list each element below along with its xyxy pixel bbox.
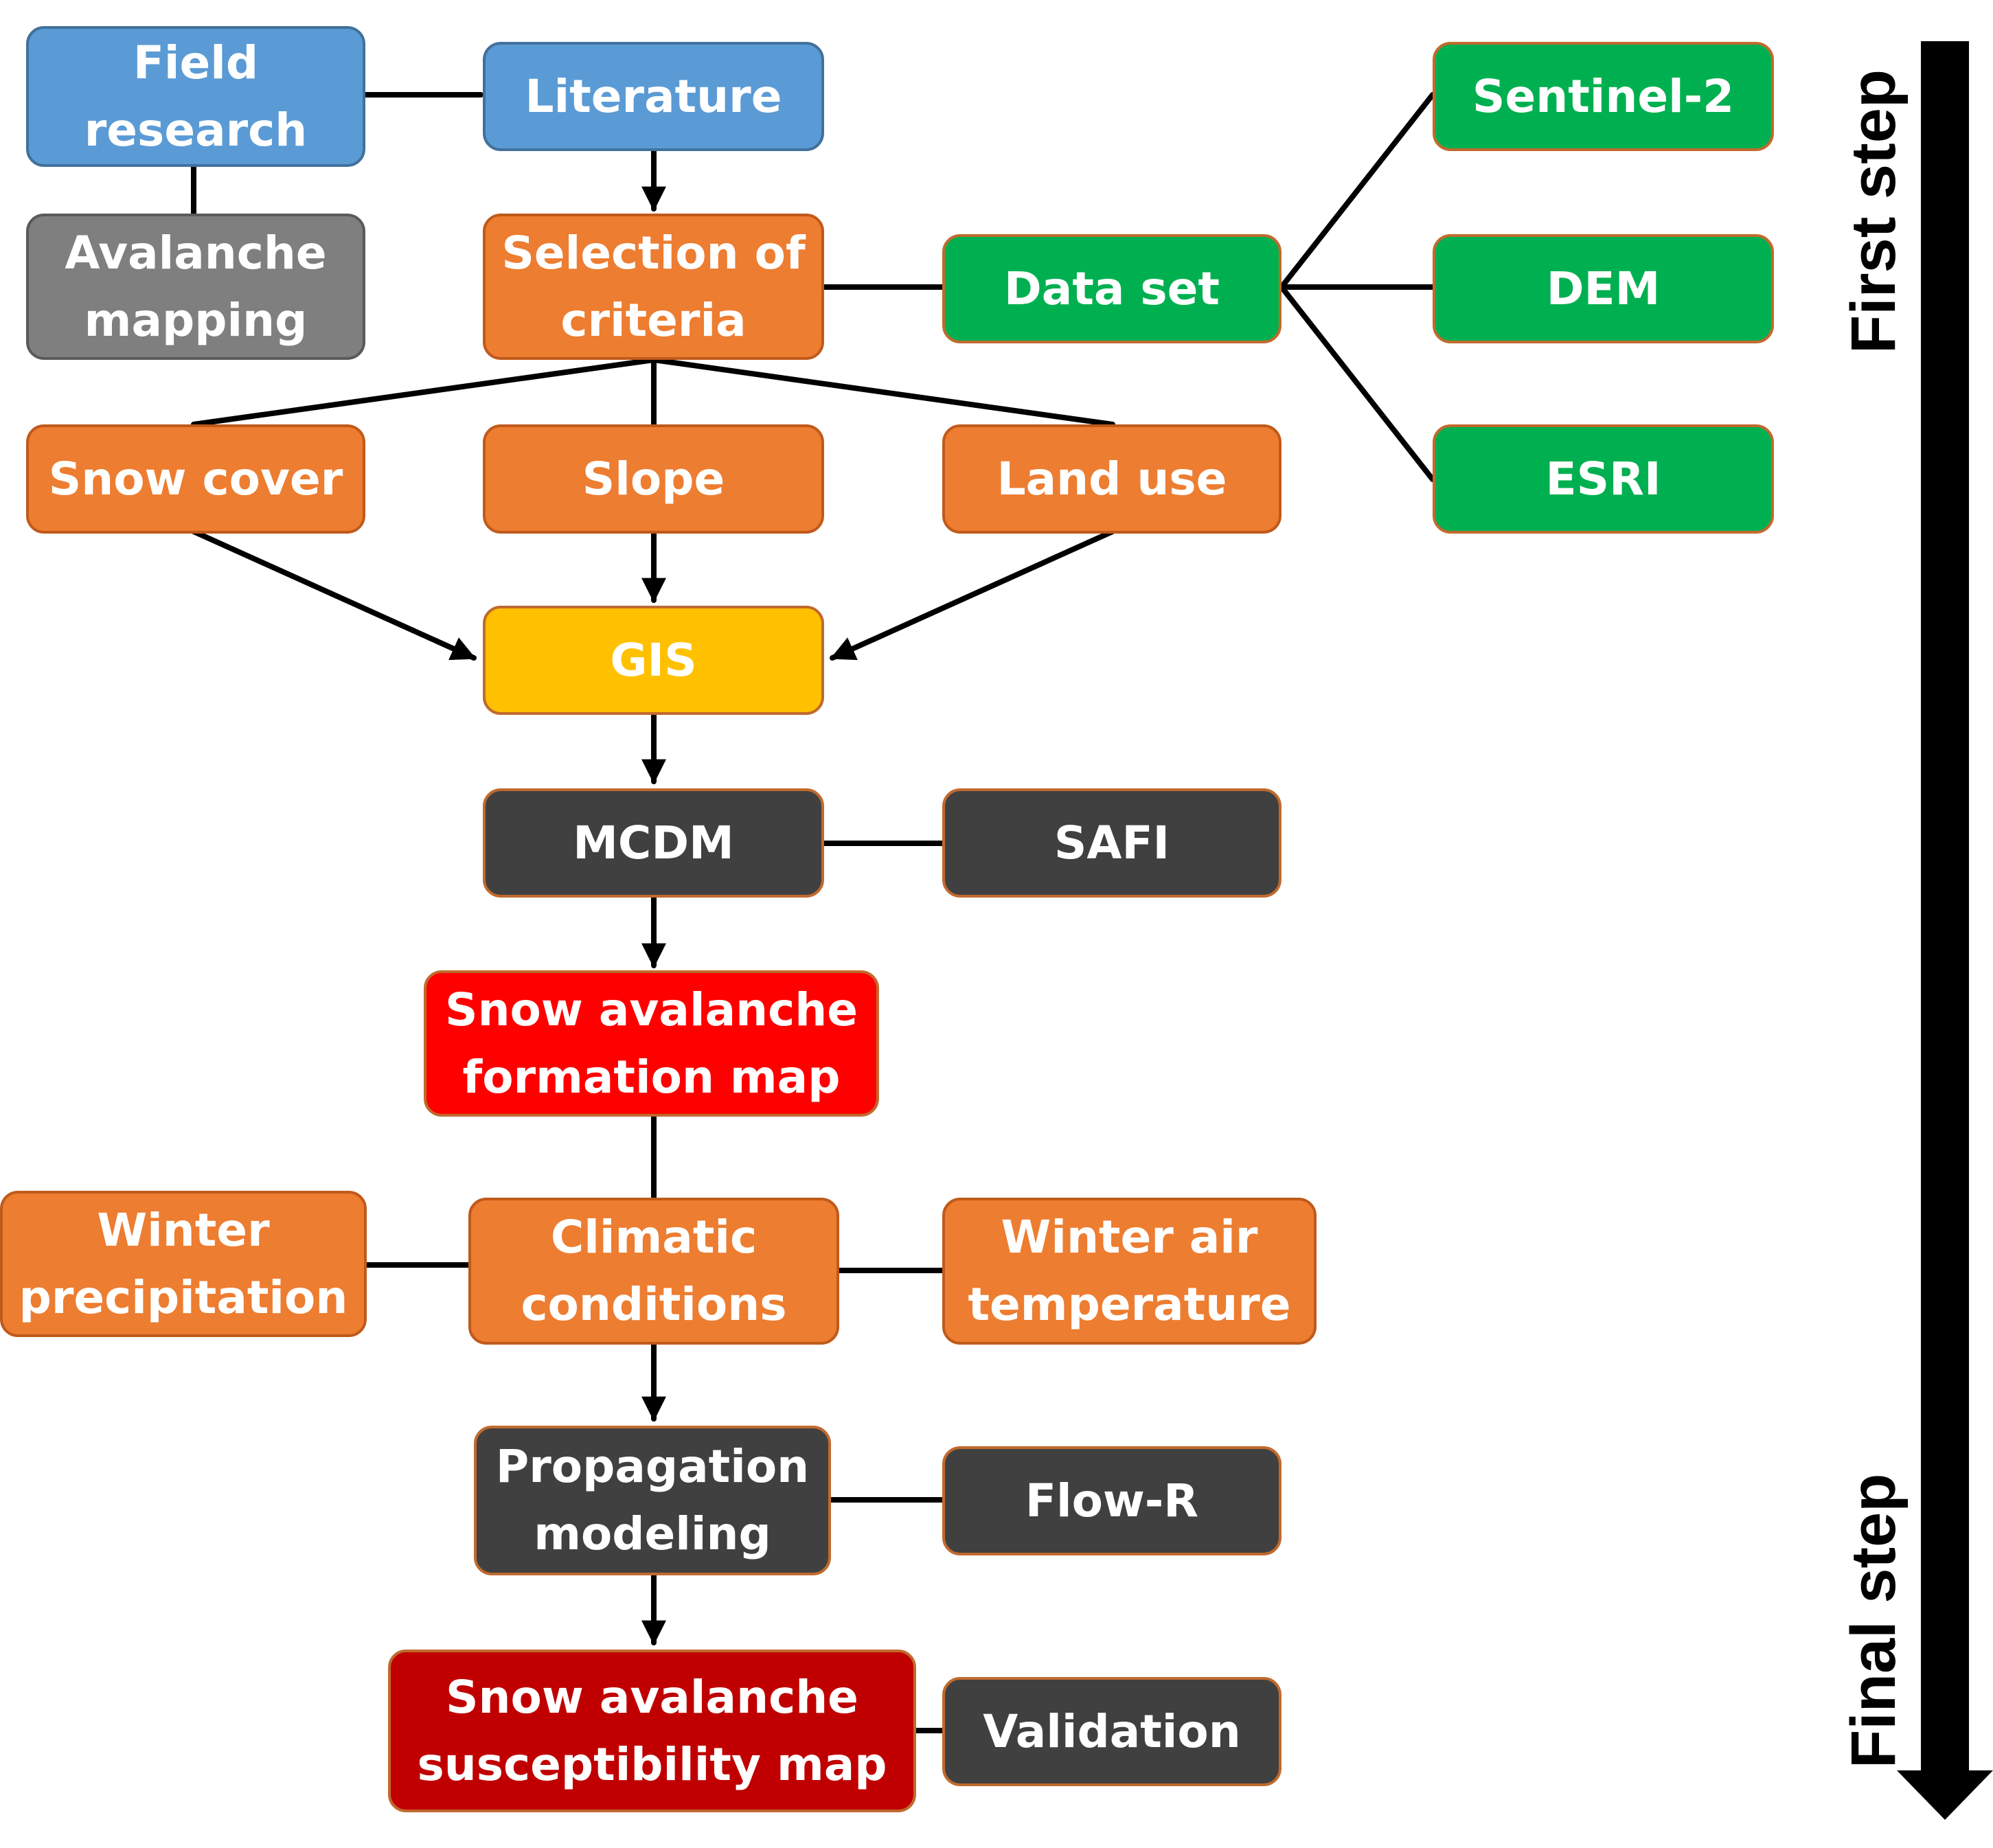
node-formation-map: Snow avalanche formation map — [424, 970, 879, 1117]
line-selection-snowcover — [191, 357, 657, 427]
node-data-set: Data set — [942, 234, 1282, 343]
node-field-research: Field research — [26, 26, 365, 167]
node-flow-r: Flow-R — [942, 1446, 1282, 1555]
node-safi: SAFI — [942, 788, 1282, 898]
line-dataset-esri — [1279, 284, 1435, 482]
node-avalanche-mapping: Avalanche mapping — [26, 214, 365, 360]
node-sentinel-2: Sentinel-2 — [1433, 42, 1774, 151]
timeline-arrow-shaft — [1921, 41, 1969, 1772]
node-slope: Slope — [483, 424, 824, 534]
timeline-arrow-head — [1897, 1770, 1993, 1820]
node-climatic-conditions: Climatic conditions — [468, 1198, 839, 1345]
node-susceptibility-map: Snow avalanche susceptibility map — [388, 1650, 916, 1812]
arrow-snowcover-gis — [191, 529, 477, 661]
node-validation: Validation — [942, 1677, 1282, 1786]
final-step-label: Final step — [1838, 1473, 1909, 1768]
node-dem: DEM — [1433, 234, 1774, 343]
node-selection-of-criteria: Selection of criteria — [483, 214, 824, 360]
node-literature: Literature — [483, 42, 824, 151]
node-winter-precipitation: Winter precipitation — [0, 1191, 367, 1337]
node-mcdm: MCDM — [483, 788, 824, 898]
node-snow-cover: Snow cover — [26, 424, 365, 534]
first-step-label: First step — [1838, 69, 1909, 354]
node-land-use: Land use — [942, 424, 1282, 534]
arrow-landuse-gis — [830, 529, 1115, 661]
node-winter-air-temperature: Winter air temperature — [942, 1198, 1317, 1345]
line-selection-landuse — [651, 357, 1115, 427]
node-esri: ESRI — [1433, 424, 1774, 534]
node-propagation-modeling: Propagation modeling — [474, 1426, 831, 1575]
line-dataset-sentinel — [1279, 92, 1435, 290]
node-gis: GIS — [483, 606, 824, 715]
